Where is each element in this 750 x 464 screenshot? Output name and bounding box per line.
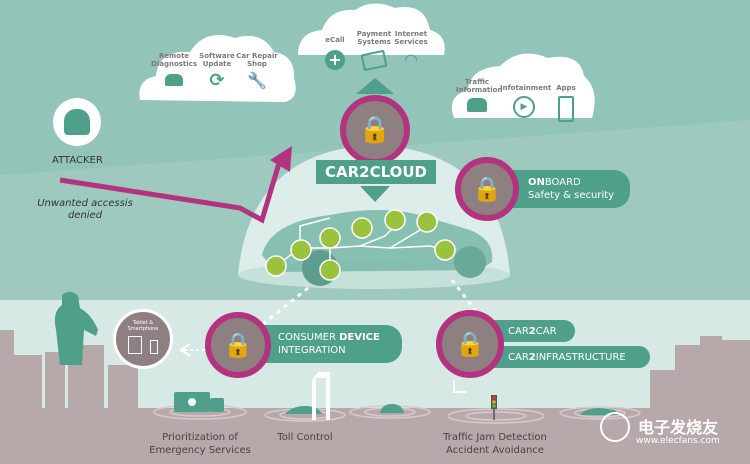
lock-icon: 🔒 xyxy=(455,330,485,358)
car2car-text: CAR2CAR xyxy=(508,325,575,338)
smartphone-apps-icon xyxy=(558,96,574,122)
t: CAR xyxy=(535,325,557,337)
t: CAR xyxy=(508,325,529,337)
device-text: DEVICE xyxy=(339,332,380,343)
label: Internet Services xyxy=(394,30,428,46)
consumer-text: CONSUMER xyxy=(278,332,340,343)
small-car-icon xyxy=(380,404,404,413)
onboard-nodes xyxy=(265,209,456,281)
t: INFRASTRUCTURE xyxy=(535,351,626,363)
cloud-item-infotainment: Infotainment ▶ xyxy=(500,84,552,118)
attacker-label: ATTACKER xyxy=(52,155,103,166)
person-silhouette xyxy=(54,291,98,365)
lock-icon: 🔒 xyxy=(358,115,392,145)
v2x-lock: 🔒 xyxy=(436,310,504,378)
city-right xyxy=(650,336,750,410)
hacker-icon xyxy=(64,109,90,135)
label: Infotainment xyxy=(500,84,552,92)
watermark-cn: 电子发烧友 xyxy=(638,418,719,437)
wifi-icon: ◠ xyxy=(404,50,418,69)
label: Remote Diagnostics xyxy=(151,52,197,68)
onboard-title-bold: ON xyxy=(528,177,545,188)
attacker-note: Unwanted accessis denied xyxy=(37,198,133,221)
caption-traffic: Traffic Jam Detection Accident Avoidance xyxy=(443,432,547,456)
lock-icon: 🔒 xyxy=(223,331,253,359)
wrench-screwdriver-icon: 🔧 xyxy=(247,71,267,90)
car2infra-text: CAR2INFRASTRUCTURE xyxy=(508,351,650,364)
car2cloud-label: CAR2CLOUD xyxy=(316,160,436,184)
caption-emergency: Prioritization of Emergency Services xyxy=(149,432,251,456)
device-label: Tablet & Smartphone xyxy=(127,320,159,332)
label: Apps xyxy=(556,84,576,92)
tablet-icon xyxy=(127,336,142,354)
smartphone-icon xyxy=(150,340,159,354)
caption-toll: Toll Control xyxy=(277,432,333,443)
cloud-item-payment-systems: Payment Systems xyxy=(356,30,392,72)
onboard-subtitle: Safety & security xyxy=(528,190,615,201)
cloud-item-car-repair-shop: Car Repair Shop 🔧 xyxy=(236,52,278,90)
consumer-line1: CONSUMER DEVICE xyxy=(278,331,402,344)
t: 2 xyxy=(528,351,536,363)
credit-card-icon xyxy=(360,49,388,72)
watermark-logo xyxy=(600,412,630,442)
toll-gate-icon xyxy=(312,372,330,420)
cloud-item-remote-diagnostics: Remote Diagnostics xyxy=(150,52,198,86)
medical-cross-icon: + xyxy=(325,50,345,70)
watermark-url: www.elecfans.com xyxy=(636,436,720,446)
city-left xyxy=(0,330,138,410)
cloud-item-internet-services: Internet Services ◠ xyxy=(394,30,428,70)
t: 2 xyxy=(528,325,536,337)
cloud-item-traffic-information: Traffic Information xyxy=(456,78,502,112)
attacker-avatar xyxy=(53,98,101,146)
attack-arrow xyxy=(59,159,283,224)
car-signal-icon xyxy=(165,74,183,86)
label: Software Update xyxy=(199,52,235,68)
label: eCall xyxy=(325,36,345,44)
car2cloud-lock: 🔒 xyxy=(340,95,410,165)
refresh-icon: ⟳ xyxy=(209,70,225,91)
consumer-lock: 🔒 xyxy=(205,312,271,378)
onboard-title-rest: BOARD xyxy=(544,177,581,188)
cloud-item-ecall: eCall + xyxy=(320,36,350,70)
traffic-cars-icon xyxy=(467,98,487,112)
label: Car Repair Shop xyxy=(236,52,278,68)
label: Payment Systems xyxy=(356,30,392,46)
onboard-lock: 🔒 xyxy=(455,157,519,221)
tablet-smartphone-badge: Tablet & Smartphone xyxy=(113,309,173,369)
t: CAR xyxy=(508,351,529,363)
cloud-item-software-update: Software Update ⟳ xyxy=(199,52,235,90)
onboard-title: ONBOARD xyxy=(528,176,630,189)
integration-text: INTEGRATION xyxy=(278,345,346,356)
label: Traffic Information xyxy=(456,78,503,94)
play-icon: ▶ xyxy=(513,96,535,118)
lock-icon: 🔒 xyxy=(472,175,502,203)
cloud-item-apps: Apps xyxy=(552,84,580,122)
car2infrastructure-pill: CAR2INFRASTRUCTURE xyxy=(470,346,650,368)
